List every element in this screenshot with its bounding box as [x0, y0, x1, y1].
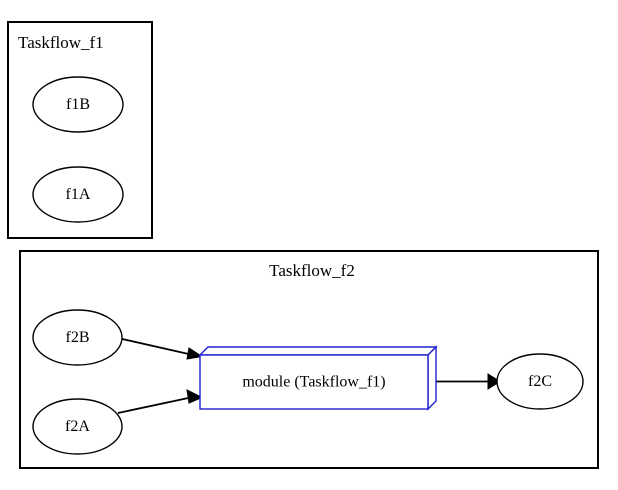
node-f1b[interactable]: f1B	[32, 76, 124, 133]
node-module-side-face	[427, 345, 437, 411]
edge-f2a-to-module-line	[117, 396, 194, 414]
node-f2b-ellipse[interactable]	[32, 309, 123, 366]
node-f1b-label: f1B	[66, 96, 90, 113]
cluster-taskflow-f1-label: Taskflow_f1	[18, 33, 104, 52]
cluster-taskflow-f1: Taskflow_f1 f1B f1A	[7, 21, 153, 239]
cluster-taskflow-f2-border	[19, 250, 599, 469]
edge-f2b-to-module-line	[117, 337, 194, 356]
node-f1a-label: f1A	[66, 186, 91, 203]
cluster-taskflow-f2-label: Taskflow_f2	[269, 261, 355, 280]
node-f2c-label: f2C	[528, 373, 552, 390]
node-f2b[interactable]: f2B	[32, 309, 123, 366]
node-f2c-ellipse[interactable]	[496, 353, 584, 410]
node-f2a[interactable]: f2A	[32, 398, 123, 455]
node-f2c[interactable]: f2C	[496, 353, 584, 410]
node-f1b-ellipse[interactable]	[32, 76, 124, 133]
node-module-top-face	[198, 346, 438, 356]
node-f1a-ellipse[interactable]	[32, 166, 124, 223]
node-f2b-label: f2B	[66, 329, 90, 346]
edge-f2b-to-module-arrowhead	[186, 347, 204, 360]
edge-module-to-f2c-arrowhead	[487, 373, 501, 390]
edge-f2a-to-module	[117, 389, 204, 414]
node-f2a-label: f2A	[65, 418, 90, 435]
node-f1a[interactable]: f1A	[32, 166, 124, 223]
node-module-front-face[interactable]	[199, 354, 429, 410]
edge-f2b-to-module	[117, 337, 204, 360]
node-f2a-ellipse[interactable]	[32, 398, 123, 455]
node-module-taskflow-f1[interactable]: module (Taskflow_f1)	[198, 345, 438, 411]
cluster-taskflow-f1-border	[7, 21, 153, 239]
cluster-taskflow-f2: Taskflow_f2 f2B f2A	[19, 250, 599, 469]
node-module-label: module (Taskflow_f1)	[242, 374, 385, 391]
edge-module-to-f2c	[436, 373, 501, 390]
edge-f2a-to-module-arrowhead	[186, 389, 204, 404]
